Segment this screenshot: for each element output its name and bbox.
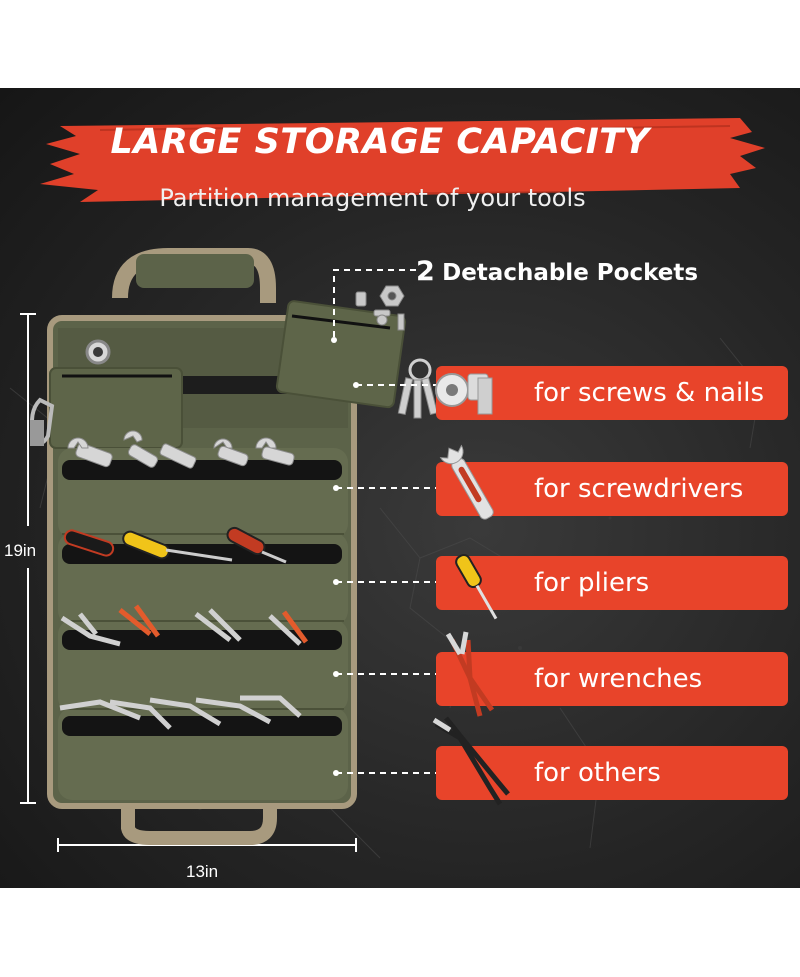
- label-others: for others: [534, 758, 661, 788]
- left-pouch: [49, 367, 183, 449]
- label-pill-screwdrivers: for screwdrivers: [436, 462, 788, 516]
- label-pill-pliers: for pliers: [436, 556, 788, 610]
- label-pill-wrenches: for wrenches: [436, 652, 788, 706]
- connector-lines: [333, 269, 436, 774]
- tool-pockets: [58, 448, 348, 800]
- height-dimension-line: [20, 313, 36, 804]
- pockets-count: 2: [416, 256, 435, 287]
- product-panel: LARGE STORAGE CAPACITY Partition managem…: [0, 88, 800, 888]
- label-pliers: for pliers: [534, 568, 650, 598]
- page-title: LARGE STORAGE CAPACITY: [110, 122, 650, 162]
- width-dimension: 13in: [186, 862, 219, 881]
- height-dimension: 19in: [4, 541, 37, 560]
- label-wrenches: for wrenches: [534, 664, 703, 694]
- label-screws: for screws & nails: [534, 378, 764, 408]
- screws-icon: [355, 285, 405, 331]
- title-banner: [40, 118, 765, 202]
- product-illustration: [20, 248, 438, 852]
- detachable-pockets-callout: 2 Detachable Pockets: [416, 256, 698, 287]
- label-pill-others: for others: [436, 746, 788, 800]
- label-screwdrivers: for screwdrivers: [534, 474, 744, 504]
- keys-icon: [397, 358, 438, 419]
- label-pill-screws: for screws & nails: [436, 366, 788, 420]
- page-subtitle: Partition management of your tools: [159, 184, 586, 212]
- right-pouch: [275, 300, 407, 409]
- pockets-text: Detachable Pockets: [442, 260, 699, 286]
